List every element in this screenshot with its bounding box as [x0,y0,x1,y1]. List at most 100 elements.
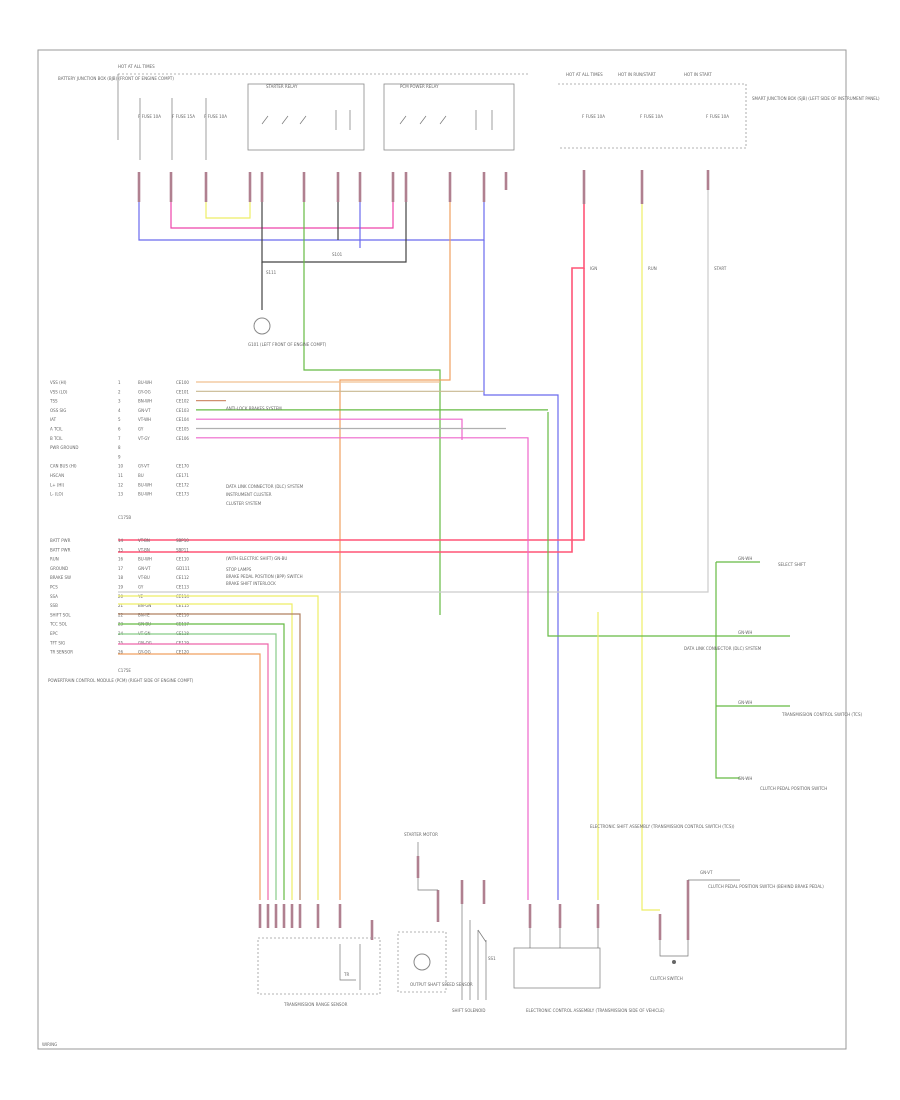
shift-solenoid: SHIFT SOLENOID SS1 [452,904,496,1013]
sjb-fuse-2: F FUSE 10A [640,114,663,119]
pin-wire-color: GY-VT [138,464,150,469]
pin-circuit: CE105 [176,427,189,432]
pin-name: VSS (HI) [50,380,67,385]
right-label-dlc: DATA LINK CONNECTOR (DLC) SYSTEM [684,646,762,651]
pin-circuit: CE104 [176,417,189,422]
pin-name: PWR GROUND [50,445,78,450]
sjb-fuse-1: F FUSE 10A [582,114,605,119]
pin-wire-color: VT-BN [138,538,150,543]
starter-relay-box: STARTER RELAY [247,83,365,151]
sjb-desc: SMART JUNCTION BOX (SJB) (LEFT SIDE OF I… [752,96,880,101]
clutch-desc: CLUTCH PEDAL POSITION SWITCH (BEHIND BRA… [708,884,824,889]
right-label-tcs: TRANSMISSION CONTROL SWITCH (TCS) [781,712,862,717]
pin-number: 22 [118,612,124,617]
pin-circuit: CE110 [176,557,189,562]
pin-name: IAT [50,417,57,422]
pin-wire-color: VT-BU [138,575,150,580]
pin-wire-color: VT-GY [138,436,150,441]
pcm-group-1-wires [196,381,548,900]
right-tag-1: GN-WH [738,556,752,561]
pin-number: 25 [118,640,124,645]
esa-top-label: ELECTRONIC SHIFT ASSEMBLY (TRANSMISSION … [590,824,735,829]
pin-circuit: CE120 [176,650,189,655]
pin-number: 26 [118,650,124,655]
clutch-tag: GN-VT [700,870,713,875]
pin-circuit: SBP10 [176,538,189,543]
callout-dlc: DATA LINK CONNECTOR (DLC) SYSTEM [226,484,304,489]
pin-number: 19 [118,585,124,590]
ref-ign: IGN [590,266,597,271]
right-label-select: SELECT SHIFT [778,562,806,567]
starter-relay-title: STARTER RELAY [266,84,298,89]
callout-stop: STOP LAMPS [226,567,252,572]
pin-number: 6 [118,427,121,432]
pin-name: TSS [49,399,58,404]
trs-label: TRANSMISSION RANGE SENSOR [283,1002,348,1007]
pin-name: CAN BUS (HI) [50,464,77,469]
pcm-pin-row: BATT PWR 14 VT-BN SBP10 [50,538,189,543]
bottom-connectors [258,856,690,940]
pin-wire-color: GY [138,427,144,432]
ref-start: START [714,266,727,271]
pin-number: 10 [118,464,124,469]
pin-number: 13 [118,492,124,497]
right-tag-3: GN-WH [738,700,752,705]
pin-name: RUN [50,557,59,562]
pin-name: BATT PWR [50,538,71,543]
pcm-pin-row: PWR GROUND 8 [50,445,121,450]
pin-circuit: CE173 [176,492,189,497]
pin-number: 11 [118,473,124,478]
lower-wiring [118,595,599,900]
pin-circuit: CE171 [176,473,189,478]
pin-number: 15 [118,547,124,552]
trs-tag: TR [343,972,349,977]
connector-2-label: C175E [118,668,131,673]
pin-wire-color: BU [138,473,144,478]
pin-wire-color: BN-WH [138,399,152,404]
pin-name: A TCIL [50,427,63,432]
clutch-switch-label: CLUTCH SWITCH [650,976,683,981]
transmission-range-sensor: TRANSMISSION RANGE SENSOR TR [257,937,381,1007]
footer-code: WIRING [42,1042,57,1047]
pin-name: VSS (LO) [50,389,68,394]
pin-wire-color: VT-WH [138,417,151,422]
bjb-fuses: F FUSE 10A F FUSE 15A F FUSE 10A [138,98,227,160]
pin-circuit: GD111 [176,566,190,571]
pcm-pin-row: 9 [118,454,121,459]
connector-1-label: C175B [118,515,131,520]
pin-circuit: CE113 [176,585,189,590]
fuse-label-2: F FUSE 15A [172,114,195,119]
pin-number: 3 [118,399,121,404]
pin-wire-color: BU-WH [138,557,152,562]
callout-cluster: CLUSTER SYSTEM [226,501,262,506]
pin-wire-color: VT-BN [138,547,150,552]
pin-number: 8 [118,445,121,450]
pin-number: 14 [118,538,124,543]
pin-number: 1 [118,380,121,385]
pin-name: L- (LO) [50,492,64,497]
diagram-border [37,49,847,1050]
pcm-wire [196,418,463,440]
pcm-power-relay-box: PCM POWER RELAY [383,83,515,151]
pin-name: L+ (HI) [50,482,65,487]
callout-abs: ANTI-LOCK BRAKES SYSTEM [226,406,282,411]
right-tag-4: GN-WH [738,776,752,781]
pin-wire-color: GY [138,585,144,590]
pin-circuit: CE106 [176,436,189,441]
pin-wire-color: BN-YE [138,612,150,617]
pin-name: BRAKE SW [50,575,71,580]
smart-junction-box: HOT AT ALL TIMES HOT IN RUN/START HOT IN… [558,72,880,149]
pin-wire-color: BU-WH [138,492,152,497]
shift-solenoid-label: SHIFT SOLENOID [452,1008,486,1013]
sjb-hdr-2: HOT IN RUN/START [618,72,656,77]
